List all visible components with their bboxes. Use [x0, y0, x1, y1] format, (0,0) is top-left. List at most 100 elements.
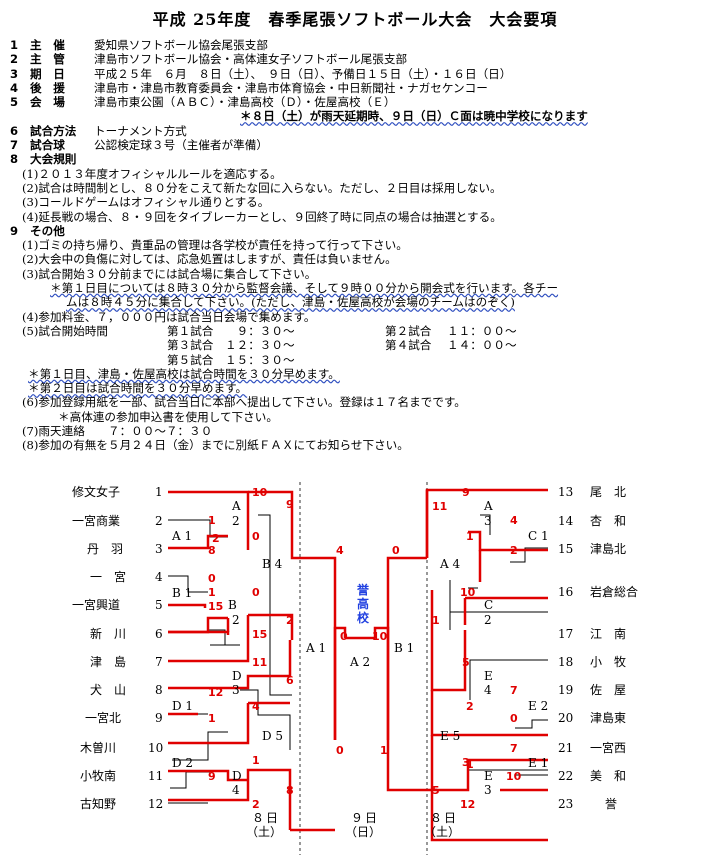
team-name: 一宮商業: [72, 513, 120, 528]
team-name: 一 宮: [90, 569, 126, 584]
score: 0: [510, 712, 518, 725]
item-label: 大会規則: [30, 152, 77, 167]
team-name: 一宮西: [590, 740, 626, 755]
team-number: 11: [148, 769, 163, 783]
team-number: 9: [155, 711, 163, 725]
rule-line: (2)試合は時間制とし、８０分をこえて新たな回に入らない。ただし、２日目は採用し…: [22, 180, 502, 195]
team-name: 津 島: [90, 654, 126, 669]
score: 15: [252, 628, 267, 641]
team-name: 美 和: [590, 769, 626, 783]
page-title: 平成 25年度 春季尾張ソフトボール大会 大会要項: [152, 10, 558, 29]
team-number: 4: [155, 570, 163, 584]
other-line: (2)大会中の負傷に対しては、応急処置はしますが、責任は負いません。: [22, 252, 397, 267]
game-label: D 5: [262, 729, 283, 743]
game-label: D 1: [172, 699, 193, 713]
team-number: 7: [155, 655, 163, 669]
day-weekday: （日）: [345, 825, 381, 839]
game-label: 3: [484, 514, 492, 528]
score: 9: [286, 498, 294, 511]
day-label: ９: [351, 811, 363, 825]
champion-char: 高: [357, 596, 369, 611]
score: 1: [380, 744, 388, 757]
team-name: 一宮北: [85, 710, 121, 725]
game-label: 4: [232, 783, 240, 797]
item-label: 会 場: [30, 95, 65, 110]
score: 4: [336, 544, 344, 557]
item-number: 6: [10, 123, 19, 138]
other-line: (3)試合開始３０分前までには試合場に集合して下さい。: [22, 266, 317, 281]
day-labels: ８ 日 （土） ９ 日 （日） ８ 日 （土）: [246, 811, 460, 839]
team-name: 岩倉総合: [590, 584, 638, 599]
schedule-label: (5)試合開始時間: [22, 323, 108, 338]
game-label: E 5: [440, 729, 460, 743]
item-label: 主 催: [30, 38, 65, 52]
score: 1: [208, 514, 216, 527]
other-line: (8)参加の有無を５月２４日（金）までに別紙ＦＡＸにてお知らせ下さい。: [22, 438, 409, 453]
game-label: E: [484, 769, 493, 783]
team-name: 古知野: [80, 796, 116, 811]
team-number: 3: [155, 542, 163, 556]
item-number: 2: [10, 52, 19, 67]
game-label: A 1: [305, 641, 326, 655]
team-number: 18: [558, 655, 573, 669]
item-number: 9: [10, 223, 19, 238]
scores: 10 9 1 2 0 8 0 0 15 1 15 2 11 6 12 4 1 1…: [208, 486, 522, 811]
team-name: 尾 北: [590, 485, 626, 499]
game-label: 2: [484, 613, 492, 627]
rule-line: (1)２０１３年度オフィシャルルールを適応する。: [22, 166, 282, 181]
other-note: ムは８時４５分に集合して下さい。(ただし、津島・佐屋高校が会場のチームはのぞく): [66, 295, 515, 310]
score: 5: [462, 656, 470, 669]
game-labels: A 2 A 1 B 1 B 2 B 4 D 3 D 1 D 5 D 2 D 4 …: [171, 499, 549, 797]
score: 0: [252, 530, 260, 543]
day-label: ８: [430, 811, 442, 825]
champion-char: 校: [357, 610, 370, 625]
score: 10: [372, 630, 388, 643]
winner-lines: [168, 488, 548, 842]
item-label: 後 援: [30, 80, 65, 95]
score: 4: [510, 514, 518, 527]
score: 1: [208, 586, 216, 599]
item-number: 1: [10, 38, 19, 52]
item-value: 愛知県ソフトボール協会尾張支部: [94, 38, 268, 52]
score: 15: [208, 600, 223, 613]
other-line: (7)雨天連絡 ７：００～７：３０: [22, 424, 213, 439]
score: 0: [252, 586, 260, 599]
score: 2: [252, 798, 260, 811]
score: 1: [252, 754, 260, 767]
score: 10: [506, 770, 522, 783]
game-label: D: [232, 669, 242, 683]
team-name: 津島東: [590, 710, 626, 725]
day-weekday: （土）: [424, 825, 460, 839]
item-number: 4: [10, 80, 19, 95]
score: 11: [252, 656, 267, 669]
team-number: 20: [558, 711, 573, 725]
day-label: 日: [365, 811, 377, 825]
other-note: ＊第１日目については８時３０分から監督会議、そして９時００分から開会式を行います…: [50, 281, 559, 296]
team-number: 13: [558, 485, 573, 499]
item-label: 試合球: [30, 138, 65, 153]
other-note: ＊高体連の参加申込書を使用して下さい。: [58, 409, 278, 424]
game-label: D 2: [172, 756, 193, 770]
info-item-1: 1 主 催 愛知県ソフトボール協会尾張支部: [10, 38, 710, 52]
team-name: 小牧南: [80, 768, 116, 783]
game-label: C: [484, 598, 493, 612]
score: 11: [432, 500, 447, 513]
game-label: E: [484, 669, 493, 683]
game-label: 2: [232, 613, 240, 627]
champion-label: 誉 高 校: [356, 582, 370, 625]
score: 1: [432, 614, 440, 627]
team-number: 5: [155, 598, 163, 612]
item-number: 3: [10, 66, 19, 81]
team-number: 14: [558, 514, 574, 528]
team-number: 16: [558, 585, 573, 599]
game-label: 3: [232, 683, 240, 697]
score: 1: [466, 758, 474, 771]
tournament-bracket: 修文女子 1 一宮商業 2 丹 羽 3 一 宮 4 一宮興道 5 新 川 6 津…: [72, 482, 638, 855]
score: 0: [208, 572, 216, 585]
